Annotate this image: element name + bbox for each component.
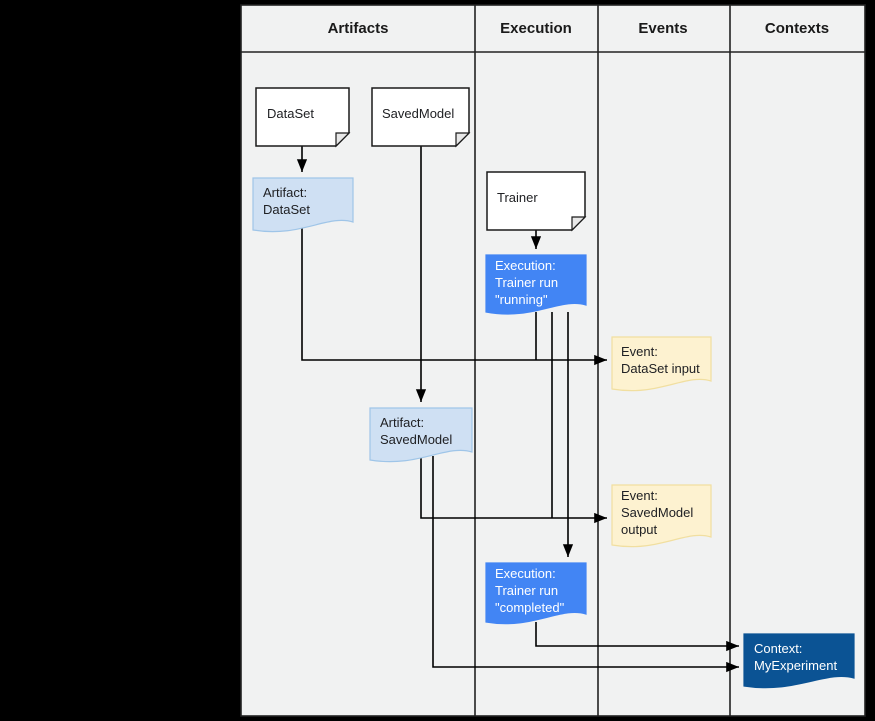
node-artifact-dataset[interactable]: Artifact: DataSet [252, 177, 354, 233]
node-execution-completed[interactable]: Execution: Trainer run "completed" [485, 562, 587, 625]
note-shape [369, 407, 473, 463]
node-label-savedmodel: SavedModel [382, 106, 454, 121]
note-shape [611, 336, 712, 392]
node-label-context-line2: MyExperiment [754, 658, 837, 673]
node-label-dataset: DataSet [267, 106, 314, 121]
note-shape [611, 484, 712, 548]
lane-title-artifacts: Artifacts [328, 20, 389, 37]
node-label-artifact-dataset-line2: DataSet [263, 202, 310, 217]
node-label-execution-completed-line2: Trainer run [495, 583, 558, 598]
node-dataset-document[interactable]: DataSet [255, 87, 351, 148]
lane-title-execution: Execution [500, 20, 572, 37]
connectors [296, 146, 739, 673]
lane-title-contexts: Contexts [765, 20, 829, 37]
node-label-artifact-savedmodel-line1: Artifact: [380, 415, 424, 430]
node-label-event-dataset-input-line2: DataSet input [621, 361, 700, 376]
node-label-event-savedmodel-output-line2: SavedModel [621, 505, 693, 520]
note-shape [743, 633, 855, 689]
lane-title-events: Events [638, 20, 687, 37]
lane-outer-border [240, 4, 866, 717]
node-label-event-savedmodel-output-line1: Event: [621, 488, 658, 503]
node-label-trainer: Trainer [497, 190, 538, 205]
node-label-execution-running-line3: "running" [495, 292, 548, 307]
note-shape [485, 562, 587, 625]
node-savedmodel-document[interactable]: SavedModel [371, 87, 471, 148]
connector-artifact-savedmodel-to-context [432, 456, 739, 673]
swimlane-titles: Artifacts Execution Events Contexts [328, 20, 830, 37]
node-label-execution-completed-line3: "completed" [495, 600, 565, 615]
node-label-execution-running-line1: Execution: [495, 258, 556, 273]
document-fold-corner-icon [335, 132, 351, 148]
node-label-event-dataset-input-line1: Event: [621, 344, 658, 359]
swimlane-borders [240, 4, 866, 717]
node-label-artifact-dataset-line1: Artifact: [263, 185, 307, 200]
node-trainer-document[interactable]: Trainer [486, 171, 587, 232]
node-event-dataset-input[interactable]: Event: DataSet input [611, 336, 712, 392]
note-shape [485, 254, 587, 315]
node-label-execution-completed-line1: Execution: [495, 566, 556, 581]
connector-execution-completed-to-context [535, 622, 739, 652]
node-context-myexperiment[interactable]: Context: MyExperiment [743, 633, 855, 689]
node-event-savedmodel-output[interactable]: Event: SavedModel output [611, 484, 712, 548]
node-execution-running[interactable]: Execution: Trainer run "running" [485, 254, 587, 315]
connector-artifact-dataset-to-event-dataset-input [301, 226, 607, 366]
document-fold-corner-icon [571, 216, 587, 232]
connector-artifact-savedmodel-to-event-savedmodel-output [420, 456, 607, 524]
note-shape [252, 177, 354, 233]
node-label-artifact-savedmodel-line2: SavedModel [380, 432, 452, 447]
node-label-event-savedmodel-output-line3: output [621, 522, 658, 537]
node-label-execution-running-line2: Trainer run [495, 275, 558, 290]
node-label-context-line1: Context: [754, 641, 802, 656]
node-artifact-savedmodel[interactable]: Artifact: SavedModel [369, 407, 473, 463]
document-fold-corner-icon [455, 132, 471, 148]
